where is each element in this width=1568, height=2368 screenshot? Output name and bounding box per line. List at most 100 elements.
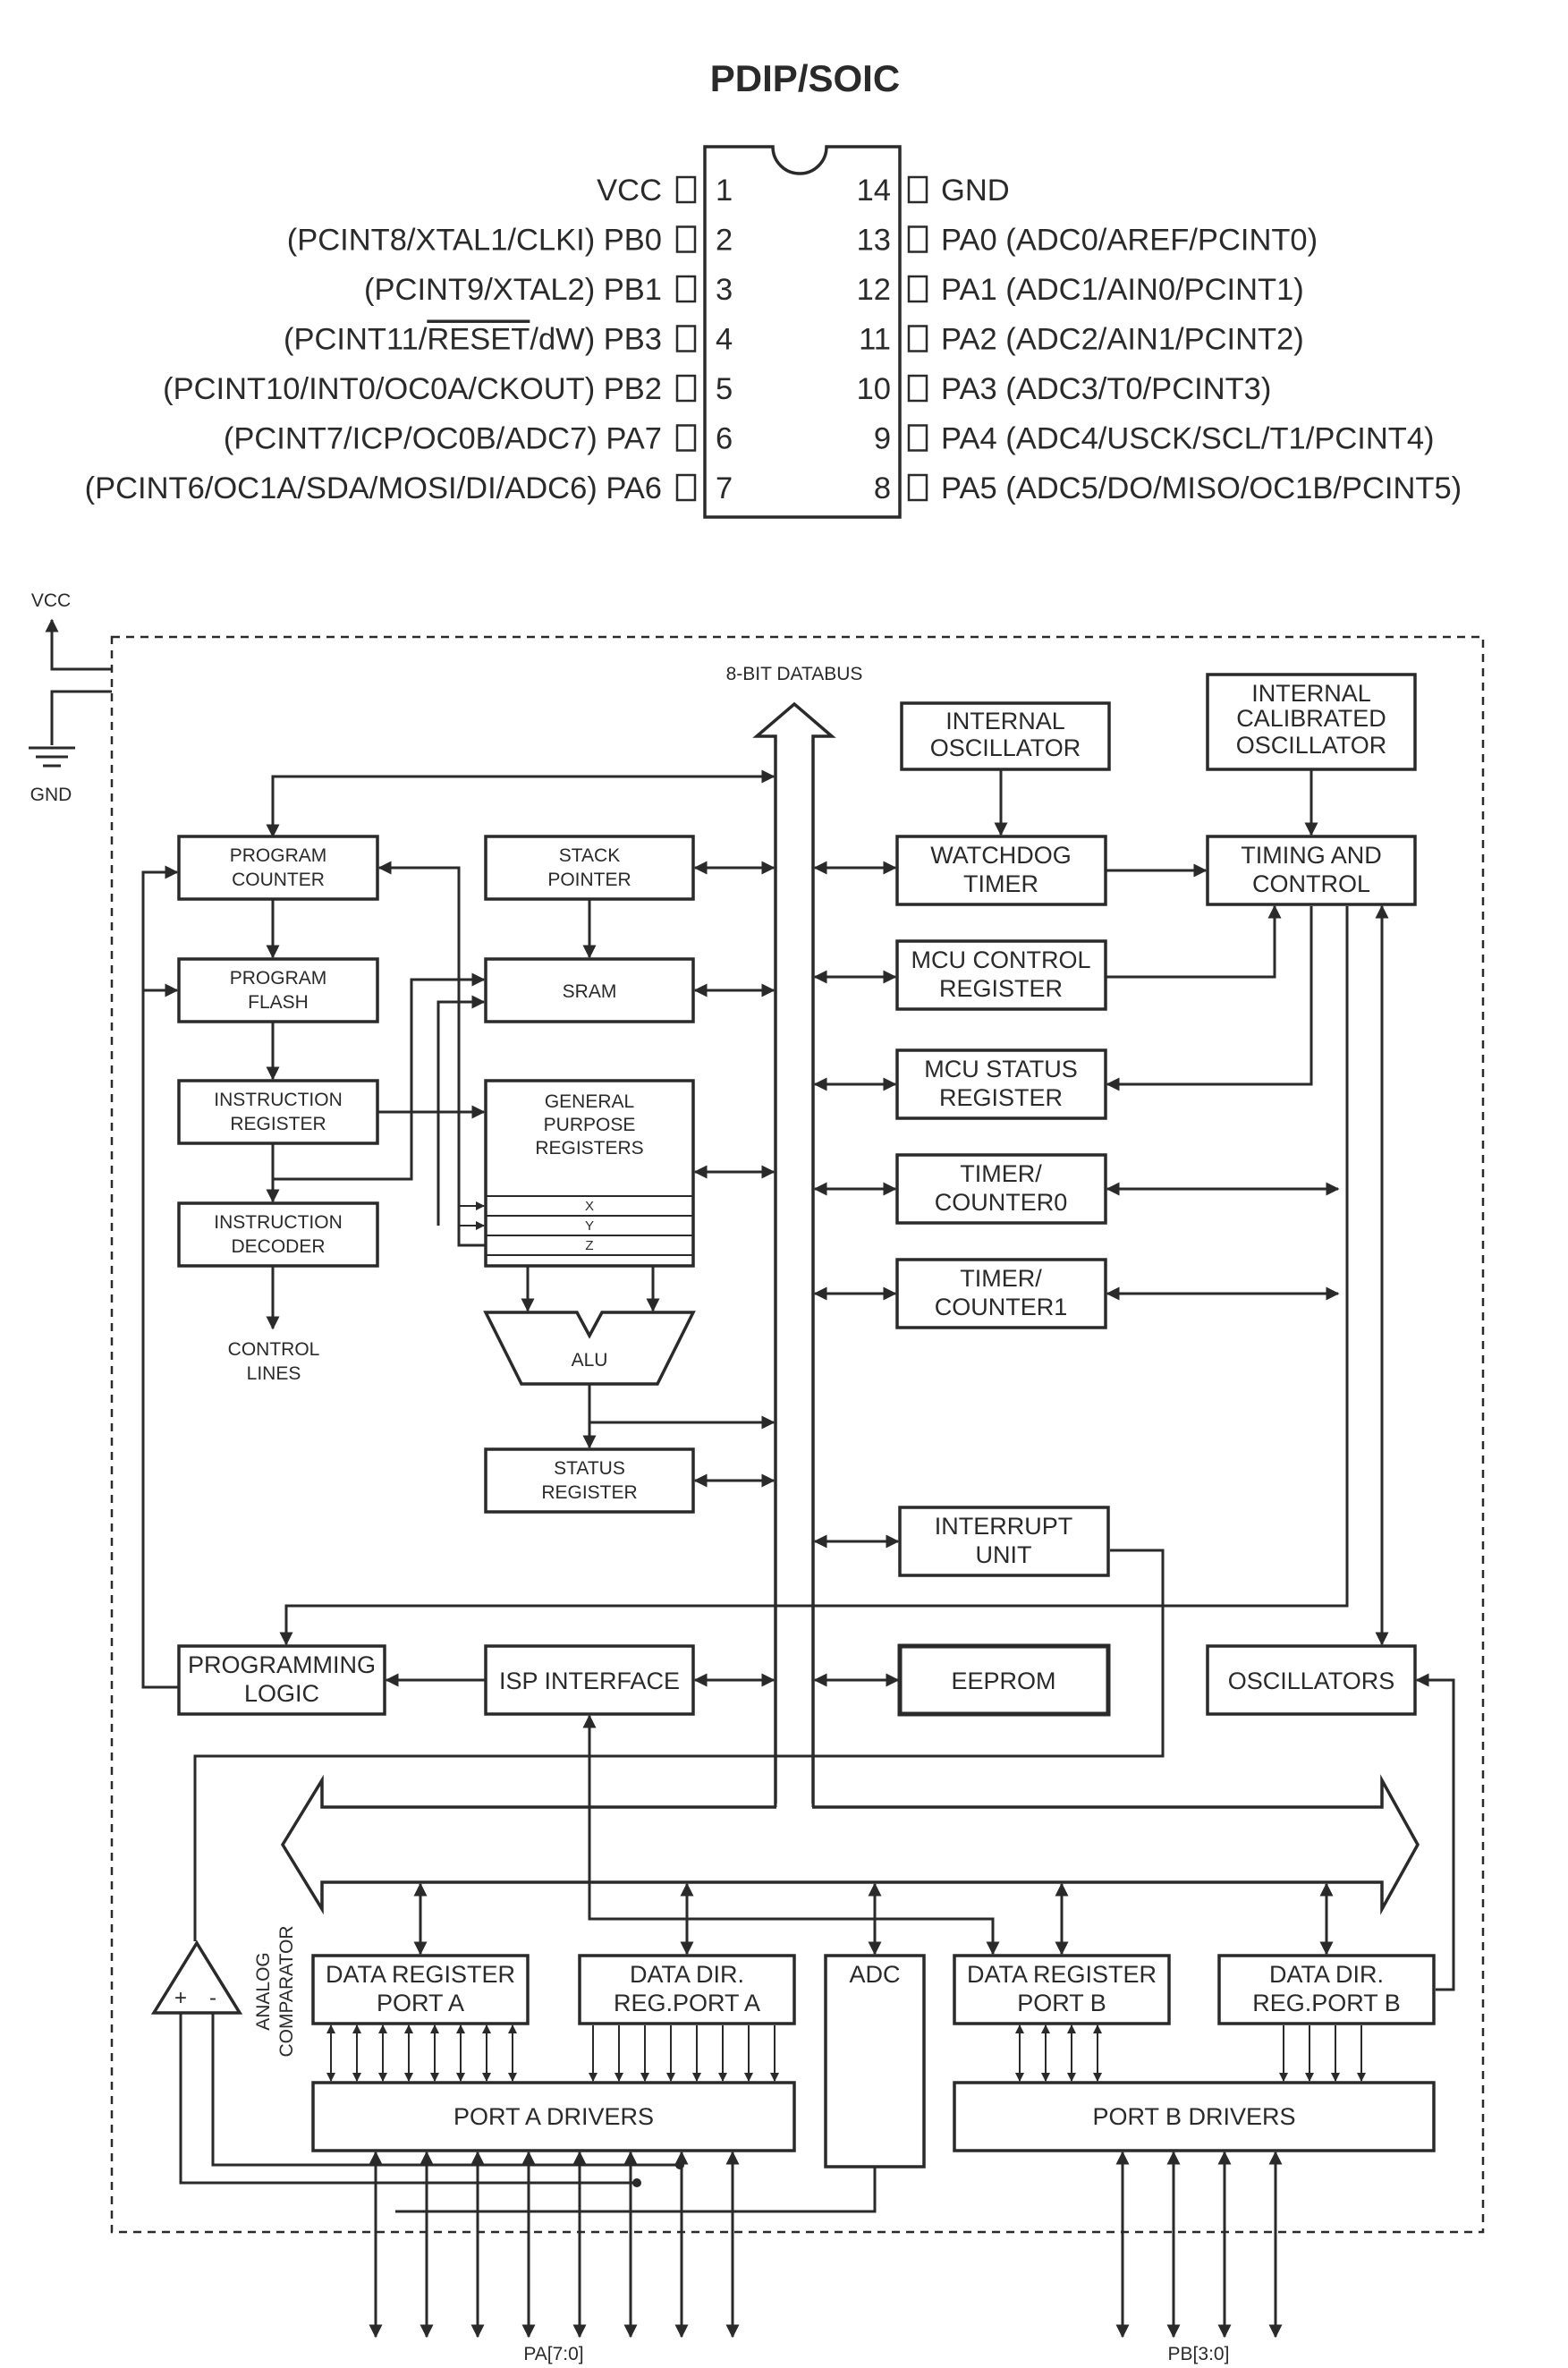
pin-label: (PCINT9/XTAL2) PB1	[364, 273, 662, 307]
pin-number: 14	[857, 174, 891, 208]
port-b-drivers-box: PORT B DRIVERS	[953, 2081, 1436, 2152]
databus-arrow	[752, 701, 836, 1825]
interrupt-unit-box: INTERRUPT UNIT	[898, 1506, 1110, 1577]
svg-text:-: -	[209, 1986, 216, 2010]
pin-label: PA5 (ADC5/DO/MISO/OC1B/PCINT5)	[941, 471, 1462, 505]
right-pin-13: 13 PA0 (ADC0/AREF/PCINT0)	[857, 224, 1318, 258]
isp-interface-box: ISP INTERFACE	[484, 1644, 695, 1716]
pb-bus-label: PB[3:0]	[1168, 2344, 1230, 2364]
timing-and-control-box: TIMING AND CONTROL	[1206, 835, 1417, 906]
svg-text:STACK: STACK	[559, 845, 620, 866]
mcu-status-register-box: MCU STATUS REGISTER	[895, 1048, 1107, 1120]
svg-text:PORT A DRIVERS: PORT A DRIVERS	[453, 2103, 654, 2130]
pin-number: 2	[716, 224, 733, 258]
control-lines-label: CONTROL LINES	[228, 1339, 320, 1384]
left-pin-4: 4 (PCINT11/RESET/dW) PB3	[284, 323, 733, 357]
sram-box: SRAM	[484, 957, 695, 1023]
pin-label: VCC	[597, 174, 662, 208]
svg-text:OSCILLATOR: OSCILLATOR	[1236, 732, 1387, 759]
pin-label: PA0 (ADC0/AREF/PCINT0)	[941, 224, 1318, 258]
svg-text:ADC: ADC	[849, 1961, 900, 1988]
svg-text:REGISTER: REGISTER	[939, 975, 1063, 1002]
pin-label: (PCINT7/ICP/OC0B/ADC7) PA7	[224, 422, 662, 456]
svg-text:Y: Y	[585, 1218, 594, 1234]
left-pin-7: 7(PCINT6/OC1A/SDA/MOSI/DI/ADC6) PA6	[85, 471, 733, 505]
svg-text:INTERRUPT: INTERRUPT	[935, 1513, 1073, 1540]
programming-logic-box: PROGRAMMING LOGIC	[177, 1644, 386, 1716]
svg-text:CONTROL: CONTROL	[1252, 870, 1370, 897]
svg-text:DATA DIR.: DATA DIR.	[1269, 1961, 1384, 1988]
vcc-label: VCC	[31, 590, 71, 611]
svg-text:REG.PORT B: REG.PORT B	[1252, 1990, 1401, 2016]
left-pin-5: 5(PCINT10/INT0/OC0A/CKOUT) PB2	[163, 372, 733, 406]
pin-label: GND	[941, 174, 1010, 208]
svg-text:TIMER/: TIMER/	[960, 1265, 1042, 1292]
svg-text:CALIBRATED: CALIBRATED	[1236, 705, 1386, 732]
svg-text:REGISTER: REGISTER	[541, 1482, 637, 1503]
gnd-label: GND	[30, 785, 72, 805]
svg-text:TIMER: TIMER	[963, 870, 1038, 897]
pin-number: 13	[857, 224, 891, 258]
package-title: PDIP/SOIC	[710, 57, 900, 99]
pin-number: 3	[716, 273, 733, 307]
svg-text:PURPOSE: PURPOSE	[544, 1115, 636, 1135]
svg-text:PROGRAM: PROGRAM	[230, 968, 327, 989]
pin-label: PA3 (ADC3/T0/PCINT3)	[941, 372, 1271, 406]
svg-text:EEPROM: EEPROM	[951, 1668, 1055, 1694]
mcu-control-register-box: MCU CONTROL REGISTER	[895, 939, 1107, 1011]
port-a-drivers-box: PORT A DRIVERS	[311, 2081, 796, 2152]
pin-label: PA1 (ADC1/AIN0/PCINT1)	[941, 273, 1304, 307]
oscillators-box: OSCILLATORS	[1206, 1644, 1417, 1716]
svg-text:WATCHDOG: WATCHDOG	[930, 842, 1071, 869]
svg-text:LINES: LINES	[247, 1363, 301, 1384]
svg-text:PORT A: PORT A	[377, 1990, 464, 2016]
svg-text:STATUS: STATUS	[554, 1458, 625, 1479]
timer-counter1-box: TIMER/ COUNTER1	[895, 1258, 1107, 1329]
svg-text:PORT B: PORT B	[1017, 1990, 1106, 2016]
instruction-register-box: INSTRUCTION REGISTER	[177, 1079, 379, 1145]
adc-box: ADC	[824, 1954, 926, 2169]
pin-label: (PCINT6/OC1A/SDA/MOSI/DI/ADC6) PA6	[85, 471, 662, 505]
left-pin-2: 2 (PCINT8/XTAL1/CLKI) PB0	[287, 224, 733, 258]
svg-text:+: +	[174, 1986, 187, 2010]
pin-label: PA4 (ADC4/USCK/SCL/T1/PCINT4)	[941, 422, 1435, 456]
pin-label: (PCINT10/INT0/OC0A/CKOUT) PB2	[163, 372, 662, 406]
svg-text:PORT B DRIVERS: PORT B DRIVERS	[1092, 2103, 1295, 2130]
svg-text:LOGIC: LOGIC	[244, 1680, 319, 1707]
right-pin-10: 10 PA3 (ADC3/T0/PCINT3)	[857, 372, 1272, 406]
svg-text:POINTER: POINTER	[547, 870, 631, 890]
svg-text:SRAM: SRAM	[563, 981, 617, 1002]
status-register-box: STATUS REGISTER	[484, 1447, 695, 1514]
svg-text:DATA REGISTER: DATA REGISTER	[326, 1961, 515, 1988]
svg-text:REGISTER: REGISTER	[230, 1114, 326, 1134]
pin-number: 4	[716, 323, 733, 357]
watchdog-timer-box: WATCHDOG TIMER	[895, 835, 1107, 906]
svg-text:REG.PORT A: REG.PORT A	[614, 1990, 760, 2016]
program-counter-box: PROGRAM COUNTER	[177, 835, 379, 901]
analog-comparator: + - ANALOG COMPARATOR	[150, 1925, 297, 2058]
stack-pointer-box: STACK POINTER	[484, 835, 695, 901]
timer-counter0-box: TIMER/ COUNTER0	[895, 1153, 1107, 1225]
svg-text:INTERNAL: INTERNAL	[945, 708, 1065, 734]
instruction-decoder-box: INSTRUCTION DECODER	[177, 1201, 379, 1268]
pin-number: 10	[857, 372, 891, 406]
pin-number: 6	[716, 422, 733, 456]
program-flash-box: PROGRAM FLASH	[177, 957, 379, 1023]
svg-text:TIMING AND: TIMING AND	[1241, 842, 1382, 869]
port-driver-arrows	[326, 2024, 1366, 2338]
svg-text:X: X	[585, 1199, 594, 1214]
svg-text:COUNTER0: COUNTER0	[935, 1189, 1068, 1216]
internal-calibrated-oscillator-box: INTERNAL CALIBRATED OSCILLATOR	[1206, 673, 1417, 771]
svg-text:ISP INTERFACE: ISP INTERFACE	[499, 1668, 680, 1694]
svg-text:COUNTER1: COUNTER1	[935, 1294, 1068, 1320]
pin-label: (PCINT8/XTAL1/CLKI) PB0	[287, 224, 662, 258]
svg-text:ALU: ALU	[572, 1350, 608, 1371]
pin-label: (PCINT11/RESET/dW) PB3	[284, 323, 662, 357]
svg-text:OSCILLATOR: OSCILLATOR	[930, 734, 1081, 761]
